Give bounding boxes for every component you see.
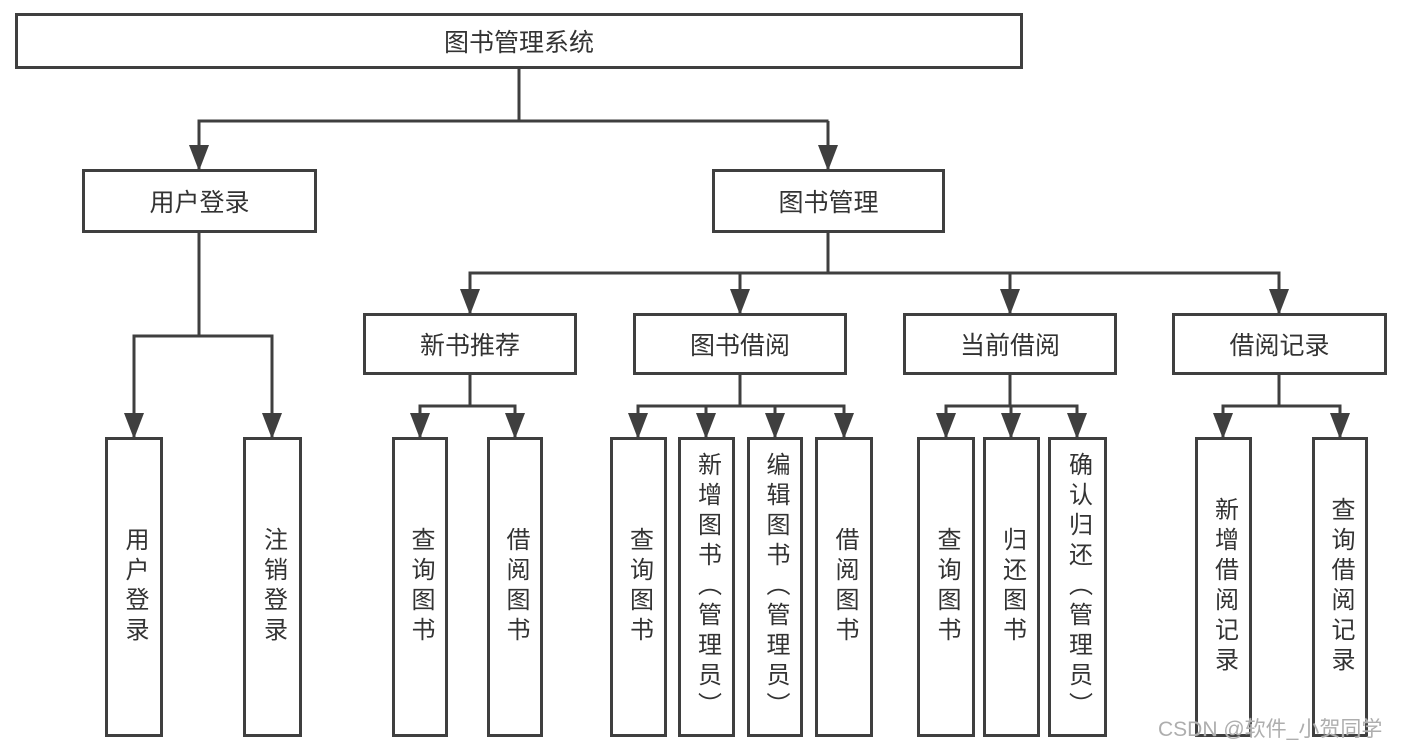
leaf-query-borrow-record: 查询借阅记录	[1312, 437, 1368, 737]
leaf-confirm-return-admin-label: 确认归还（管理员）	[1064, 452, 1092, 722]
leaf-edit-book-admin-label: 编辑图书（管理员）	[762, 452, 789, 722]
leaf-query-books-a-label: 查询图书	[407, 527, 434, 647]
leaf-query-books-c-label: 查询图书	[933, 527, 960, 647]
leaf-return-book: 归还图书	[983, 437, 1040, 737]
leaf-borrow-books-a-label: 借阅图书	[502, 527, 529, 647]
leaf-add-borrow-record-label: 新增借阅记录	[1210, 497, 1238, 677]
node-new-book-recommend: 新书推荐	[363, 313, 577, 375]
node-book-management: 图书管理	[712, 169, 945, 233]
node-book-borrowing: 图书借阅	[633, 313, 847, 375]
leaf-user-login-label: 用户登录	[121, 527, 148, 647]
leaf-add-book-admin: 新增图书（管理员）	[678, 437, 735, 737]
node-user-login: 用户登录	[82, 169, 317, 233]
leaf-query-books-c: 查询图书	[917, 437, 975, 737]
connector-lines	[132, 69, 1342, 439]
leaf-query-books-a: 查询图书	[392, 437, 448, 737]
leaf-borrow-books-b: 借阅图书	[815, 437, 873, 737]
leaf-return-book-label: 归还图书	[998, 527, 1026, 647]
leaf-user-login: 用户登录	[105, 437, 163, 737]
node-borrowing-records-label: 借阅记录	[1229, 332, 1330, 360]
node-root: 图书管理系统	[15, 13, 1023, 69]
leaf-logout-label: 注销登录	[259, 527, 287, 647]
leaf-borrow-books-a: 借阅图书	[487, 437, 543, 737]
node-current-borrowing: 当前借阅	[903, 313, 1117, 375]
leaf-confirm-return-admin: 确认归还（管理员）	[1048, 437, 1107, 737]
leaf-query-borrow-record-label: 查询借阅记录	[1327, 497, 1354, 677]
leaf-logout: 注销登录	[243, 437, 302, 737]
watermark-text: CSDN @软件_小贺同学	[1158, 718, 1383, 741]
leaf-borrow-books-b-label: 借阅图书	[831, 527, 858, 647]
node-borrowing-records: 借阅记录	[1172, 313, 1387, 375]
arrowheads	[124, 145, 1350, 439]
node-user-login-label: 用户登录	[149, 189, 250, 217]
leaf-add-book-admin-label: 新增图书（管理员）	[693, 452, 721, 722]
node-book-management-label: 图书管理	[778, 189, 879, 217]
leaf-query-books-b-label: 查询图书	[625, 527, 653, 647]
node-book-borrowing-label: 图书借阅	[689, 332, 790, 360]
leaf-query-books-b: 查询图书	[610, 437, 667, 737]
node-current-borrowing-label: 当前借阅	[959, 332, 1060, 360]
leaf-add-borrow-record: 新增借阅记录	[1195, 437, 1252, 737]
leaf-edit-book-admin: 编辑图书（管理员）	[747, 437, 803, 737]
node-new-book-recommend-label: 新书推荐	[419, 332, 520, 360]
node-root-label: 图书管理系统	[443, 29, 594, 57]
